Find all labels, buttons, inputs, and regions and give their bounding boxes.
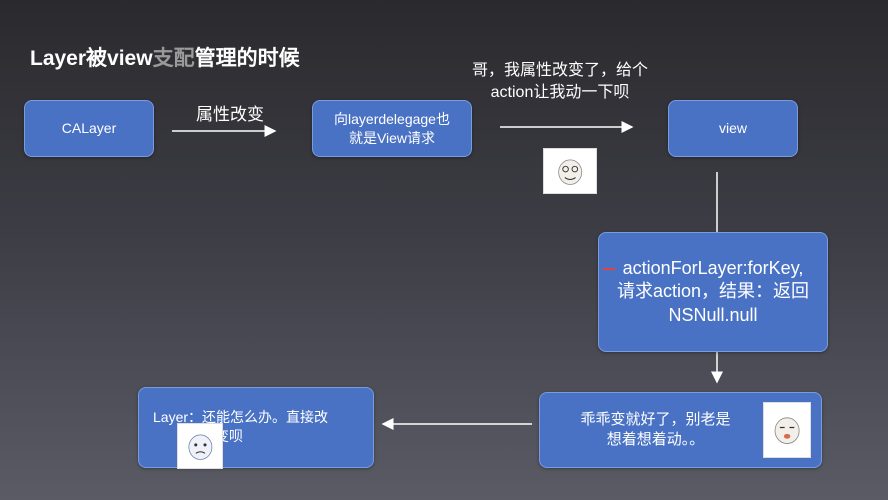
meme-face-image-2 [763, 402, 811, 458]
red-mark [603, 268, 615, 270]
slide-title: Layer被view支配管理的时候 [30, 47, 300, 70]
node-delegate-request: 向layerdelegage也 就是View请求 [312, 100, 472, 157]
label-ask-action: 哥，我属性改变了，给个 action让我动一下呗 [471, 62, 648, 102]
node-calayer: CALayer [24, 100, 154, 157]
node-action-for-layer: actionForLayer:forKey, 请求action，结果：返回 NS… [598, 232, 828, 352]
meme-face-icon [558, 159, 582, 185]
meme-face-image-3 [177, 423, 223, 469]
node-view: view [668, 100, 798, 157]
meme-face-icon [774, 417, 800, 445]
meme-face-icon [188, 434, 212, 460]
label-property-change: 属性改变 [196, 105, 264, 124]
node-layer-reply: Layer：还能怎么办。直接改 变呗 [138, 387, 374, 468]
meme-face-image-1 [543, 148, 597, 194]
